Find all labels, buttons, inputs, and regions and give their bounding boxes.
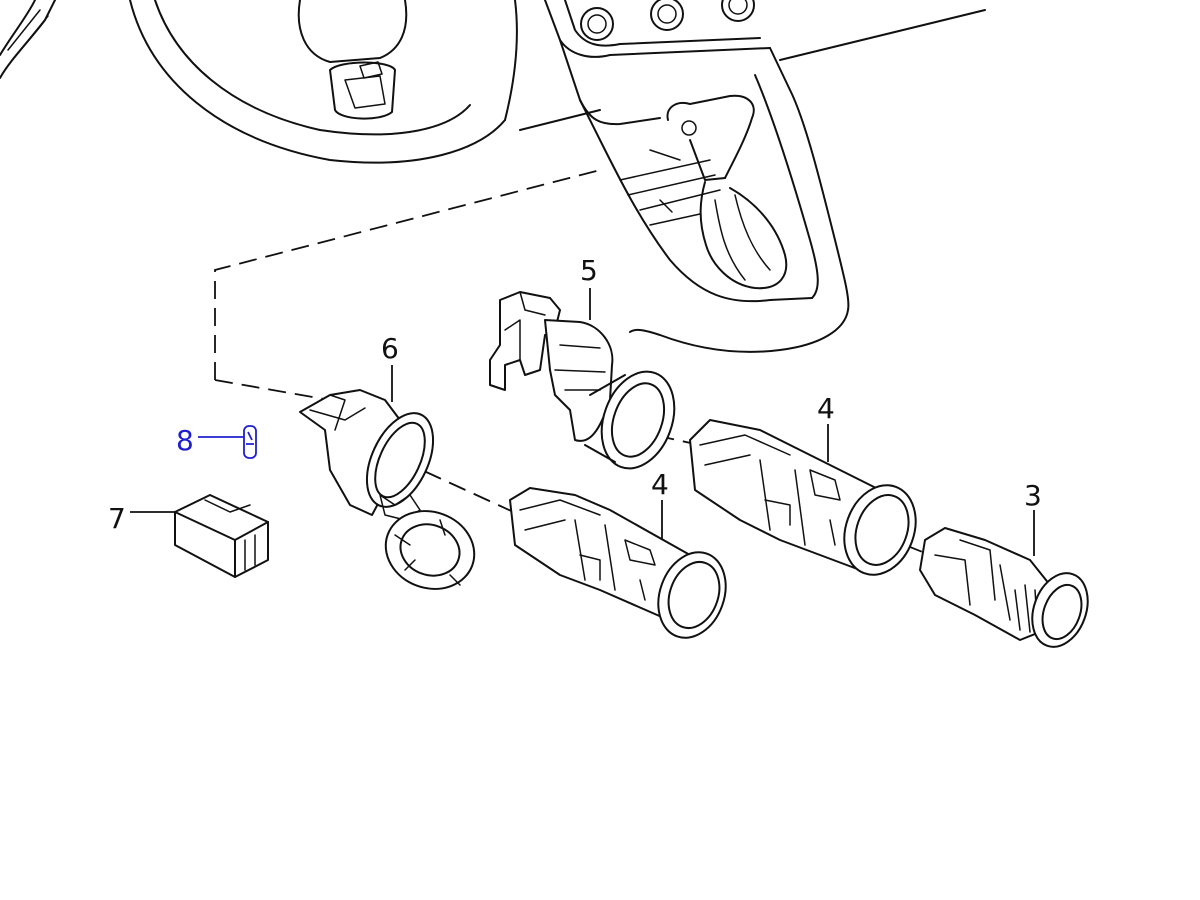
part-8-bulb-icon bbox=[243, 425, 257, 459]
part-5-bracket bbox=[489, 291, 676, 470]
callout-3: 3 bbox=[1024, 479, 1042, 512]
dashboard-outline bbox=[0, 0, 986, 353]
part-7-connector bbox=[174, 494, 269, 578]
part-4-socket-rear bbox=[689, 419, 917, 576]
callout-6: 6 bbox=[381, 332, 399, 365]
callout-4-rear: 4 bbox=[817, 392, 835, 425]
callout-5: 5 bbox=[580, 254, 598, 287]
callout-8: 8 bbox=[176, 424, 194, 457]
callout-7: 7 bbox=[108, 502, 126, 535]
callout-4-front: 4 bbox=[651, 468, 669, 501]
callout-labels: 3 4 4 5 6 7 8 bbox=[108, 254, 1042, 535]
leader-lines bbox=[130, 288, 1035, 556]
part-6-socket bbox=[299, 389, 476, 590]
part-3-plug bbox=[919, 527, 1089, 648]
part-4-socket-front bbox=[509, 487, 727, 639]
